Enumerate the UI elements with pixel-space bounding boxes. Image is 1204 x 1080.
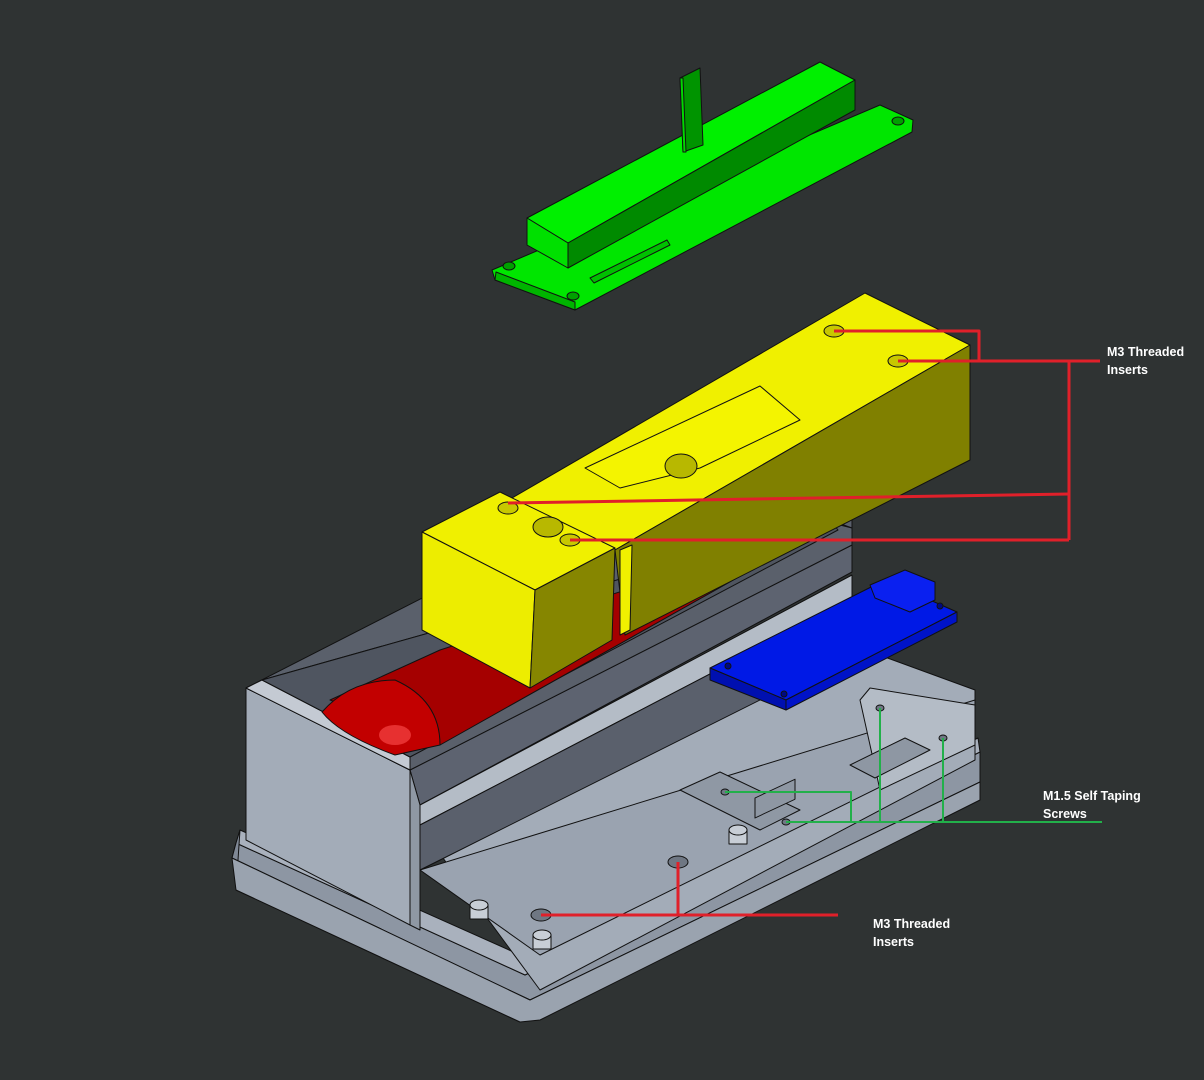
callout-label-bottom: M3 Threaded Inserts: [873, 917, 951, 949]
callout-lines-top: [507, 329, 1100, 542]
circuit-board: [709, 569, 958, 711]
callout-lines-bottom: [541, 862, 838, 917]
slide-potentiometer: [491, 61, 914, 311]
slider-block: [421, 292, 971, 689]
callout-lines-middle: [725, 708, 1102, 823]
callout-label-middle: M1.5 Self Taping Screws: [1043, 789, 1141, 821]
callout-label-top: M3 Threaded Inserts: [1107, 345, 1185, 377]
